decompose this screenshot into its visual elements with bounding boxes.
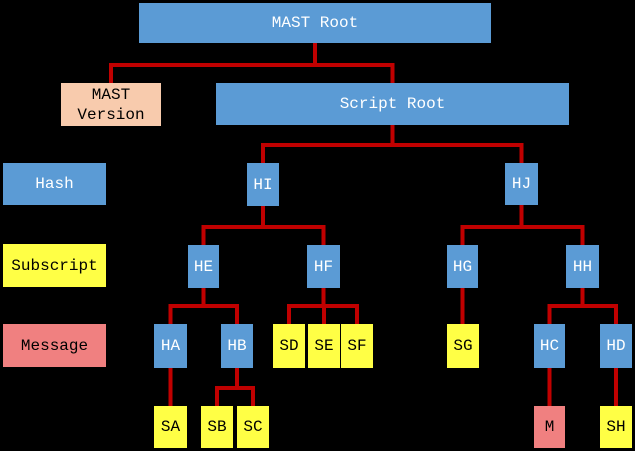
node-sa: SA [154, 406, 187, 448]
node-sc: SC [237, 406, 269, 448]
node-label: HD [606, 337, 626, 355]
node-label: Hash [35, 175, 74, 193]
connector-hb [215, 366, 255, 408]
connector-mast-root [109, 41, 395, 85]
connector-he [168, 286, 239, 326]
node-hd: HD [600, 324, 632, 368]
node-label: SF [347, 337, 367, 355]
node-label: M [544, 418, 555, 436]
node-label: MAST Root [271, 14, 359, 32]
node-label: SE [314, 337, 334, 355]
node-hb: HB [221, 324, 253, 368]
node-label: Message [20, 336, 89, 355]
node-label: Script Root [339, 95, 446, 113]
node-hf: HF [307, 245, 340, 288]
node-label: HF [313, 257, 334, 276]
node-label: SA [160, 418, 181, 436]
connector-hi [201, 204, 326, 247]
node-ha: HA [154, 324, 187, 368]
node-se: SE [308, 324, 340, 368]
node-sd: SD [273, 324, 305, 368]
node-label: SH [606, 418, 626, 436]
node-label: HG [452, 257, 473, 276]
node-label: SC [243, 418, 263, 436]
node-label: HA [160, 337, 181, 355]
connector-script-root [261, 123, 524, 165]
node-hh: HH [566, 245, 599, 288]
node-m: M [534, 406, 565, 448]
legend-subscript: Subscript [3, 244, 106, 287]
node-label: HE [193, 257, 214, 276]
legend-hash: Hash [3, 163, 106, 205]
node-hc: HC [534, 324, 565, 368]
node-label: SG [453, 337, 473, 355]
node-sg: SG [447, 324, 479, 368]
node-label: HC [539, 337, 560, 355]
connector-hf [287, 286, 359, 326]
node-label: HI [253, 175, 273, 194]
node-label: SD [279, 337, 299, 355]
legend-message: Message [3, 324, 106, 367]
node-sb: SB [201, 406, 233, 448]
node-label: HJ [511, 175, 532, 193]
node-hg: HG [447, 245, 478, 288]
node-hj: HJ [505, 163, 538, 205]
node-mast-root: MAST Root [139, 3, 491, 43]
connector-hh [547, 286, 618, 326]
node-label: HH [572, 257, 593, 276]
node-script-root: Script Root [216, 83, 569, 125]
node-label: Version [77, 105, 145, 124]
node-label: MAST [91, 85, 131, 104]
connector-hj [460, 203, 585, 247]
node-hi: HI [247, 163, 279, 206]
node-sf: SF [341, 324, 373, 368]
node-sh: SH [600, 406, 632, 448]
node-label: SB [207, 418, 227, 436]
node-he: HE [188, 245, 219, 288]
node-label: Subscript [11, 256, 98, 275]
node-label: HB [227, 337, 247, 355]
